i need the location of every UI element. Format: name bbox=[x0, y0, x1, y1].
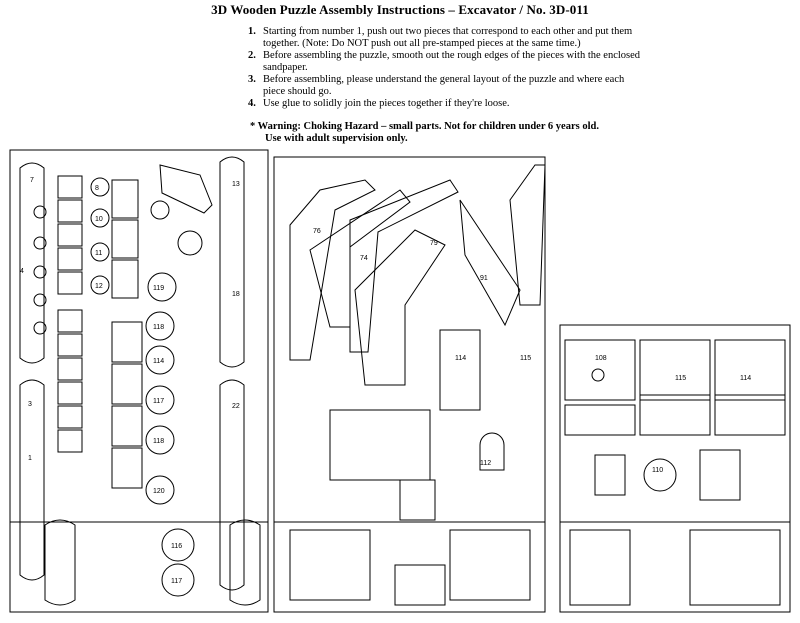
warning-line-2: Use with adult supervision only. bbox=[265, 133, 408, 144]
piece-number: 79 bbox=[430, 240, 438, 247]
piece-number: 4 bbox=[20, 268, 24, 275]
piece-wheel-frame bbox=[229, 519, 261, 606]
piece-track-frame bbox=[289, 529, 371, 601]
piece-number: 8 bbox=[95, 185, 99, 192]
instruction-item: 1.Starting from number 1, push out two p… bbox=[248, 26, 633, 49]
piece-arm-hook bbox=[159, 164, 213, 214]
piece-small-cab bbox=[329, 409, 431, 481]
piece-long-frame bbox=[219, 156, 245, 368]
warning-line-1: * Warning: Choking Hazard – small parts.… bbox=[250, 121, 599, 132]
piece-number: 116 bbox=[171, 543, 182, 550]
piece-number: 120 bbox=[153, 488, 165, 495]
piece-bucket-arm bbox=[509, 164, 546, 306]
piece-number: 3 bbox=[28, 401, 32, 408]
piece-number: 91 bbox=[480, 275, 488, 282]
piece-number: 117 bbox=[153, 398, 164, 405]
piece-number: 11 bbox=[95, 250, 102, 257]
instruction-item: 3.Before assembling, please understand t… bbox=[248, 74, 625, 97]
piece-track-frame bbox=[449, 529, 531, 601]
piece-number: 115 bbox=[675, 375, 686, 382]
instruction-item: 2.Before assembling the puzzle, smooth o… bbox=[248, 50, 641, 73]
piece-number: 118 bbox=[153, 438, 164, 445]
piece-number: 114 bbox=[153, 358, 164, 365]
piece-number: 112 bbox=[480, 460, 491, 467]
piece-arch bbox=[479, 432, 505, 471]
piece-long-frame bbox=[19, 379, 45, 581]
piece-cab-wall bbox=[564, 404, 636, 436]
piece-wheel-frame bbox=[44, 519, 76, 606]
piece-number: 22 bbox=[232, 403, 240, 410]
piece-number: 119 bbox=[153, 285, 164, 292]
piece-number: 117 bbox=[171, 578, 182, 585]
piece-cab-wall bbox=[564, 339, 636, 401]
piece-cab-wall bbox=[639, 339, 711, 401]
piece-long-frame bbox=[219, 379, 245, 591]
piece-number: 10 bbox=[95, 216, 103, 223]
piece-number: 12 bbox=[95, 283, 103, 290]
piece-boom-arm bbox=[349, 179, 459, 353]
piece-number: 18 bbox=[232, 291, 240, 298]
piece-number: 108 bbox=[595, 355, 607, 362]
piece-number: 74 bbox=[360, 255, 368, 262]
sheet-middle-outline bbox=[273, 156, 546, 613]
sheet-left-outline bbox=[9, 149, 269, 613]
piece-number: 114 bbox=[740, 375, 751, 382]
small-piece-grid bbox=[57, 175, 143, 489]
sheet-right-outline bbox=[559, 324, 791, 613]
piece-number: 115 bbox=[520, 355, 531, 362]
piece-base-plate bbox=[569, 529, 631, 606]
piece-cab-wall bbox=[714, 394, 786, 436]
piece-number: 114 bbox=[455, 355, 466, 362]
piece-boom-arm bbox=[354, 229, 446, 386]
piece-number: 13 bbox=[232, 181, 240, 188]
piece-cab-wall bbox=[639, 394, 711, 436]
piece-number: 7 bbox=[30, 177, 34, 184]
piece-cab-wall bbox=[714, 339, 786, 401]
piece-boom-arm bbox=[289, 179, 376, 361]
piece-base-plate bbox=[689, 529, 781, 606]
piece-number: 76 bbox=[313, 228, 321, 235]
piece-long-frame bbox=[19, 162, 45, 364]
piece-number: 1 bbox=[28, 455, 32, 462]
warning-note: * Warning: Choking Hazard – small parts.… bbox=[250, 121, 599, 145]
piece-number: 118 bbox=[153, 324, 164, 331]
piece-numbers: 7 4 3 1 8 10 11 12 119 118 114 117 118 1… bbox=[20, 177, 751, 585]
piece-number: 110 bbox=[652, 467, 663, 474]
piece-small-cab bbox=[439, 329, 481, 411]
instruction-item: 4.Use glue to solidly join the pieces to… bbox=[248, 98, 510, 109]
page-title: 3D Wooden Puzzle Assembly Instructions –… bbox=[211, 2, 589, 17]
piece-bucket-arm bbox=[459, 199, 521, 327]
instruction-list: 1.Starting from number 1, push out two p… bbox=[248, 26, 648, 111]
